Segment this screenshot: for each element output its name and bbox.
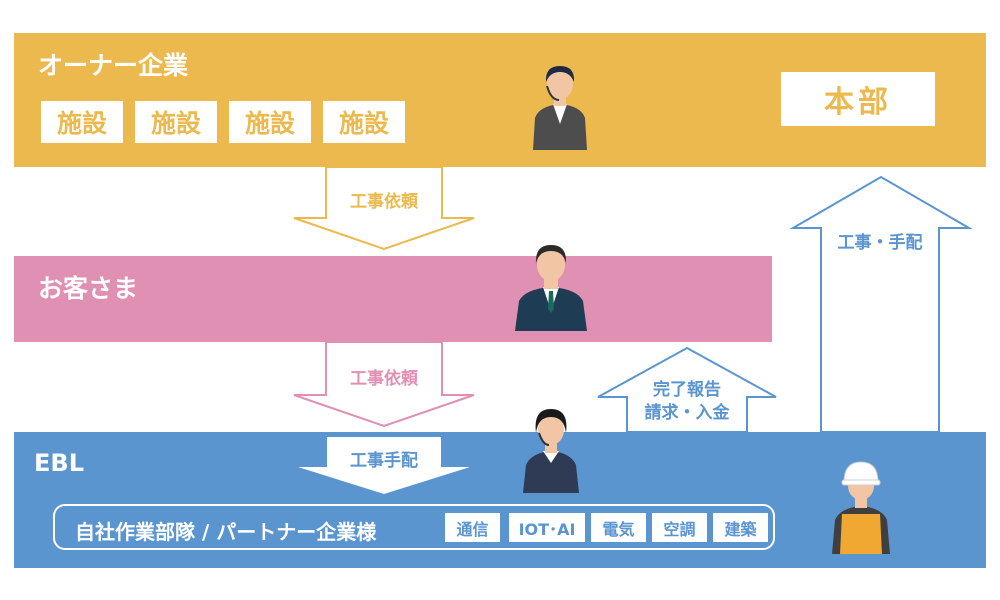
- facility-box: 施設: [229, 101, 311, 143]
- tag-construction: 建築: [713, 513, 768, 542]
- operator-headset-icon: [523, 409, 579, 493]
- businessman-headset-icon: [533, 66, 587, 150]
- arrow-label-customer-request: 工事依頼: [350, 369, 418, 389]
- arrow-label-dispatch: 工事手配: [350, 451, 418, 471]
- report-line-1: 完了報告: [653, 380, 721, 400]
- arrow-label-to-hq: 工事・手配: [837, 233, 923, 253]
- arrow-report: [597, 346, 777, 433]
- arrow-customer-to-ebl: [293, 341, 475, 428]
- ebl-band: [14, 432, 986, 568]
- report-line-2: 請求・入金: [644, 402, 730, 423]
- tag-telecom: 通信: [445, 513, 500, 542]
- customer-band: [14, 256, 772, 342]
- arrow-ebl-dispatch: [298, 437, 470, 494]
- customer-title: お客さま: [38, 274, 139, 303]
- businessman-suit-icon: [515, 245, 587, 331]
- arrow-owner-to-customer: [293, 166, 475, 251]
- arrow-label-report: 完了報告 請求・入金: [627, 379, 747, 425]
- ebl-title: EBL: [34, 449, 84, 477]
- tag-iot-ai: IOT･AI: [509, 513, 585, 542]
- construction-worker-helmet-icon: [832, 461, 890, 554]
- tag-electric: 電気: [591, 513, 646, 542]
- partner-label: 自社作業部隊 / パートナー企業様: [75, 520, 377, 544]
- arrow-label-owner-request: 工事依頼: [350, 192, 418, 212]
- facility-box: 施設: [41, 101, 123, 143]
- facility-box: 施設: [135, 101, 217, 143]
- owner-title: オーナー企業: [38, 51, 189, 80]
- facility-box: 施設: [323, 101, 405, 143]
- hq-box: 本部: [781, 72, 935, 126]
- partner-box: 自社作業部隊 / パートナー企業様: [53, 504, 775, 550]
- tag-aircon: 空調: [652, 513, 707, 542]
- arrow-to-hq: [789, 175, 973, 433]
